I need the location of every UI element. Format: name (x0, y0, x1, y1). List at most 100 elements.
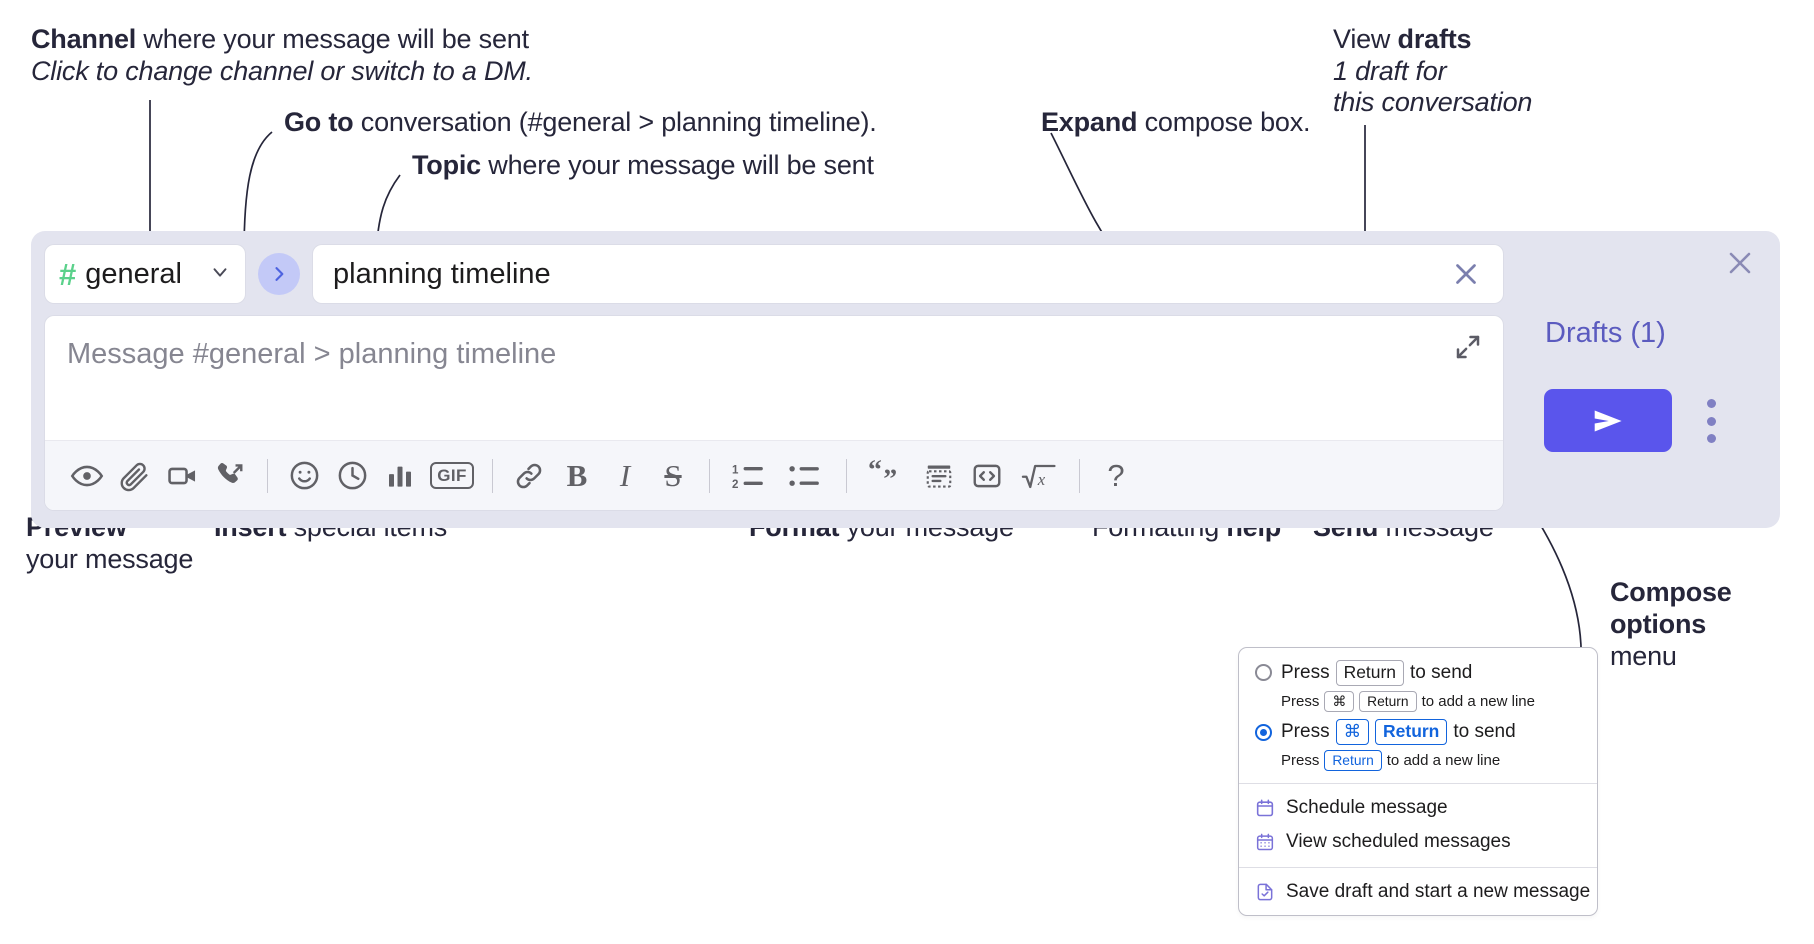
annotation-channel-rest: where your message will be sent (136, 24, 529, 54)
formatting-help-icon[interactable]: ? (1092, 452, 1140, 500)
key-return: Return (1375, 719, 1448, 745)
key-return: Return (1359, 690, 1417, 713)
menu-item-schedule-message[interactable]: Schedule message (1239, 791, 1597, 825)
annotation-compose-options-line2: options (1610, 609, 1706, 641)
send-button[interactable] (1544, 389, 1672, 452)
annotation-compose-bold-1: Compose (1610, 577, 1732, 607)
message-input[interactable]: Message #general > planning timeline (45, 316, 1503, 440)
annotation-topic: Topic where your message will be sent (412, 150, 874, 182)
annotation-compose-options-line3: menu (1610, 641, 1677, 673)
annotation-drafts-normal: View (1333, 24, 1398, 54)
opt1-pre: Press (1281, 661, 1330, 683)
italic-icon[interactable]: I (601, 452, 649, 500)
menu-item-label: Schedule message (1286, 797, 1448, 819)
svg-text:1: 1 (732, 464, 739, 476)
calendar-schedule-icon (1255, 798, 1275, 818)
menu-item-label: View scheduled messages (1286, 831, 1511, 853)
gif-label: GIF (430, 461, 474, 490)
channel-name-label: general (85, 257, 182, 290)
toolbar-divider (1079, 458, 1080, 493)
italic-label: I (619, 458, 631, 493)
send-option-return-hint: Press ⌘ Return to add a new line (1239, 689, 1597, 716)
annotation-goto: Go to conversation (#general > planning … (284, 107, 877, 139)
annotation-drafts-line3: this conversation (1333, 87, 1532, 119)
channel-selector[interactable]: # general (45, 245, 245, 303)
radio-return[interactable] (1255, 664, 1272, 682)
blockquote-icon[interactable]: “ ” (859, 452, 915, 500)
bold-icon[interactable]: B (553, 452, 601, 500)
opt2-pre: Press (1281, 721, 1330, 742)
menu-item-save-draft[interactable]: Save draft and start a new message (1239, 875, 1597, 909)
annotation-topic-bold: Topic (412, 150, 481, 180)
poll-bars-icon[interactable] (376, 452, 424, 500)
topic-input[interactable]: planning timeline (313, 245, 1503, 303)
compose-panel: # general planning timeline (31, 231, 1780, 528)
send-option-cmd-return-hint: Press Return to add a new line (1239, 748, 1597, 775)
annotation-compose-bold-2: options (1610, 609, 1707, 639)
send-option-return[interactable]: Press Return to send (1239, 657, 1597, 689)
menu-divider (1239, 867, 1597, 869)
ordered-list-icon[interactable]: 1 2 (722, 452, 778, 500)
topic-clear-close-icon[interactable] (1449, 257, 1483, 291)
send-option-cmd-return-label: Press ⌘ Return to send (1281, 719, 1516, 745)
annotation-expand: Expand compose box. (1041, 107, 1311, 139)
annotation-drafts-line2: 1 draft for (1333, 56, 1447, 88)
chevron-down-icon (209, 261, 231, 288)
toolbar-divider (846, 458, 847, 493)
topic-value: planning timeline (333, 257, 551, 290)
opt1-sub-post: to add a new line (1421, 692, 1535, 710)
kebab-dot (1706, 416, 1716, 426)
annotation-drafts-line1: View drafts (1333, 24, 1472, 56)
opt2-sub-post: to add a new line (1386, 752, 1501, 770)
expand-icon[interactable] (1453, 332, 1483, 367)
svg-text:x: x (1037, 470, 1046, 489)
send-option-return-label: Press Return to send (1281, 660, 1472, 686)
annotation-goto-rest: conversation (#general > planning timeli… (353, 107, 877, 137)
annotation-topic-rest: where your message will be sent (481, 150, 874, 180)
link-icon[interactable] (505, 452, 553, 500)
toolbar-divider (709, 458, 710, 493)
key-return: Return (1324, 749, 1382, 772)
gif-icon[interactable]: GIF (424, 452, 480, 500)
audio-call-icon[interactable] (207, 452, 255, 500)
send-option-cmd-return[interactable]: Press ⌘ Return to send (1239, 716, 1597, 748)
svg-text:2: 2 (732, 479, 738, 491)
opt2-post: to send (1453, 721, 1516, 742)
code-block-icon[interactable] (915, 452, 963, 500)
clock-icon[interactable] (328, 452, 376, 500)
message-compose-box: Message #general > planning timeline (45, 316, 1503, 510)
radio-cmd-return[interactable] (1255, 723, 1272, 741)
annotation-compose-options-line1: Compose (1610, 577, 1732, 609)
video-camera-icon[interactable] (159, 452, 207, 500)
strikethrough-icon[interactable]: S (649, 452, 697, 500)
bulleted-list-icon[interactable] (778, 452, 834, 500)
send-paper-plane-icon (1594, 410, 1622, 431)
annotation-drafts-italic-1: 1 draft for (1333, 56, 1447, 86)
key-return: Return (1335, 660, 1405, 686)
compose-side-column: Drafts (1) (1503, 231, 1780, 528)
preview-eye-icon[interactable] (63, 452, 111, 500)
goto-conversation-button[interactable] (258, 253, 300, 295)
emoji-icon[interactable] (280, 452, 328, 500)
menu-item-view-scheduled-messages[interactable]: View scheduled messages (1239, 825, 1597, 859)
annotation-channel-line2: Click to change channel or switch to a D… (31, 56, 533, 88)
formatting-toolbar: GIF B I (45, 440, 1503, 510)
panel-close-icon[interactable] (1722, 245, 1758, 286)
annotation-expand-rest: compose box. (1137, 107, 1311, 137)
calendar-grid-icon (1255, 832, 1275, 852)
attachment-clip-icon[interactable] (111, 452, 159, 500)
annotation-preview-rest: your message (26, 544, 194, 574)
drafts-link[interactable]: Drafts (1) (1545, 317, 1666, 349)
inline-code-icon[interactable] (963, 452, 1011, 500)
annotation-drafts-italic-2: this conversation (1333, 87, 1533, 117)
compose-header-row: # general planning timeline (45, 245, 1503, 303)
kebab-dot (1706, 399, 1716, 408)
compose-options-kebab-icon[interactable] (1701, 399, 1721, 443)
opt2-sub-pre: Press (1281, 752, 1320, 770)
opt1-post: to send (1410, 661, 1473, 683)
key-command: ⌘ (1324, 690, 1355, 713)
bold-label: B (566, 458, 588, 493)
strike-label: S (664, 458, 682, 493)
math-icon[interactable]: x (1011, 452, 1067, 500)
menu-item-label: Save draft and start a new message (1286, 881, 1591, 903)
